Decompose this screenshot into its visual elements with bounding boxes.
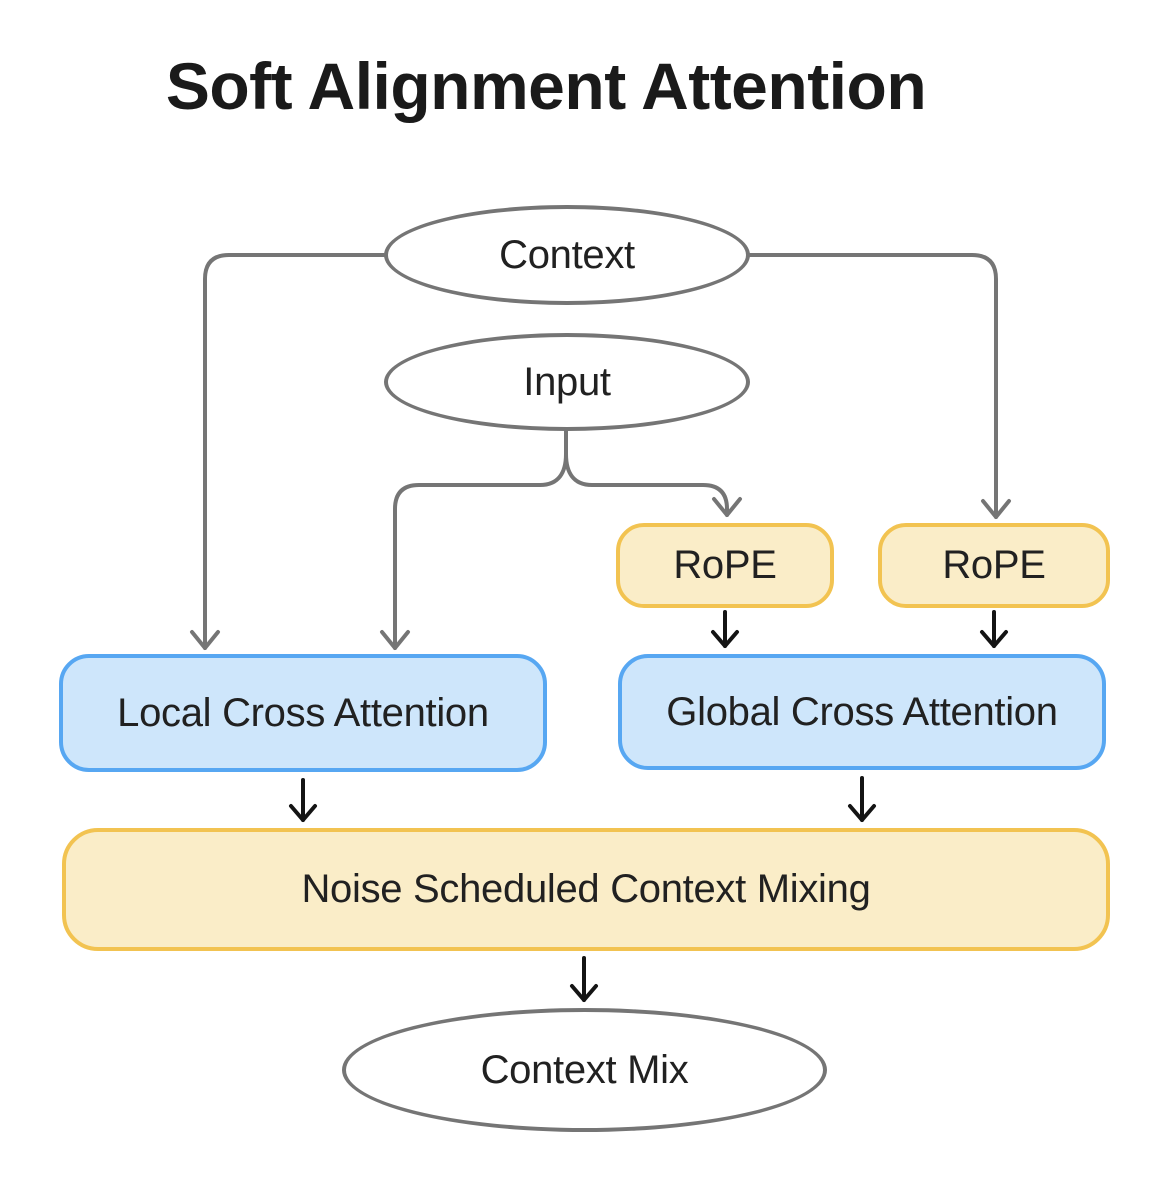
edge-input-to-local: [380, 429, 568, 650]
node-rope-left: RoPE: [616, 523, 834, 608]
node-local-cross-attention: Local Cross Attention: [59, 654, 547, 772]
node-noise-scheduled-context-mixing-label: Noise Scheduled Context Mixing: [301, 867, 871, 911]
edge-noise-to-context-mix: [570, 956, 598, 1002]
diagram-title: Soft Alignment Attention: [165, 49, 927, 123]
node-context: Context: [384, 205, 750, 305]
node-global-cross-attention-label: Global Cross Attention: [666, 689, 1058, 734]
node-rope-right: RoPE: [878, 523, 1110, 608]
node-rope-left-label: RoPE: [673, 543, 777, 587]
node-local-cross-attention-label: Local Cross Attention: [117, 690, 489, 735]
node-rope-right-label: RoPE: [942, 543, 1046, 587]
edge-rope-right-to-global: [980, 610, 1008, 648]
node-context-mix: Context Mix: [342, 1008, 827, 1132]
node-global-cross-attention: Global Cross Attention: [618, 654, 1106, 770]
edge-local-to-noise: [289, 778, 317, 822]
node-context-mix-label: Context Mix: [480, 1047, 689, 1092]
node-noise-scheduled-context-mixing: Noise Scheduled Context Mixing: [62, 828, 1110, 951]
edge-context-to-local: [190, 253, 386, 650]
edge-input-to-rope-left: [564, 452, 742, 517]
node-input: Input: [384, 333, 750, 431]
edge-global-to-noise: [848, 776, 876, 822]
node-input-label: Input: [523, 359, 611, 404]
node-context-label: Context: [499, 232, 635, 277]
edge-context-to-rope-right: [747, 253, 1011, 519]
edge-rope-left-to-global: [711, 610, 739, 648]
